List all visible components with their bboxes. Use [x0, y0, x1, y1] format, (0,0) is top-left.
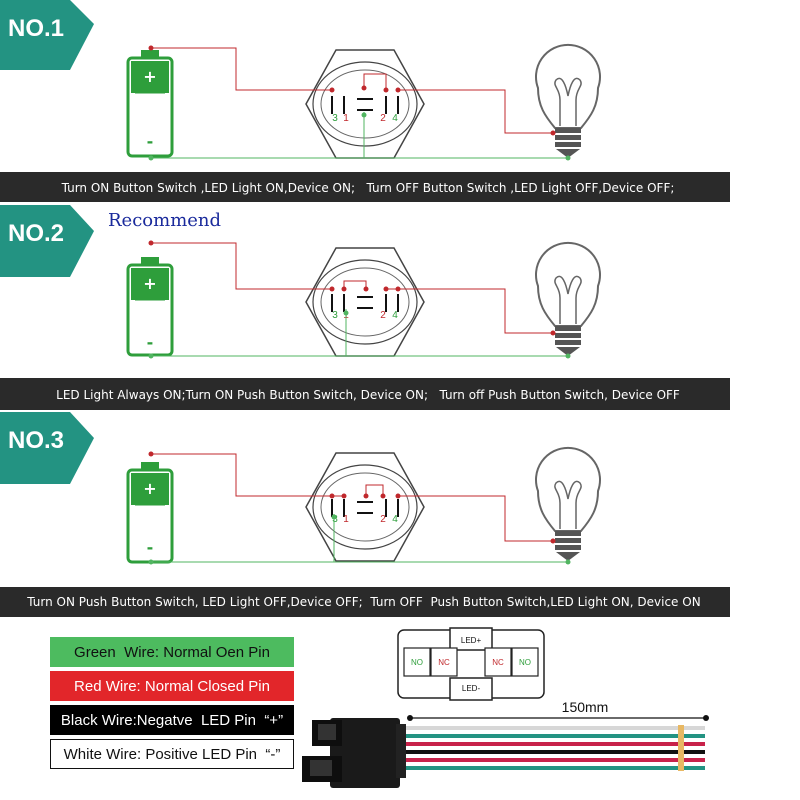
legend-red-wire: Red Wire: Normal Closed Pin — [50, 671, 294, 701]
light-bulb-icon — [535, 43, 601, 158]
badge-no3-label: NO.3 — [8, 427, 64, 454]
pin-4-label: 4 — [392, 113, 398, 124]
wiring — [148, 45, 571, 161]
pin-4-label: 4 — [392, 310, 398, 321]
diagram-1-svg: NO.1 + - 3 1 2 4 — [0, 0, 730, 202]
legend-green-label: Green Wire: Normal Oen Pin — [74, 643, 270, 661]
push-button-switch-icon — [305, 49, 425, 159]
push-button-switch-icon — [305, 247, 425, 357]
connector-led-plus: LED+ — [461, 636, 482, 645]
pin-1-label: 1 — [343, 113, 349, 124]
connector-plug-icon — [302, 718, 406, 788]
diagram-1: NO.1 + - 3 1 2 4 — [0, 0, 800, 210]
recommend-label: Recommend — [108, 210, 221, 231]
dimension-line — [407, 715, 709, 721]
caption-banner-2 — [0, 378, 730, 410]
wiring — [148, 240, 571, 359]
light-bulb-icon — [535, 446, 601, 561]
caption-banner-3 — [0, 587, 730, 617]
badge-no1-label: NO.1 — [8, 15, 64, 42]
legend-red-label: Red Wire: Normal Closed Pin — [74, 677, 270, 695]
connector-cable-svg: LED+ LED- NO NC NC NO 150mm — [302, 627, 709, 788]
pin-3-label: 3 — [332, 310, 338, 321]
badge-no2-label: NO.2 — [8, 220, 64, 247]
battery-icon — [126, 50, 174, 158]
pin-2-label: 2 — [380, 113, 386, 124]
pin-3-label: 3 — [332, 514, 338, 525]
connector-nc-left: NC — [438, 658, 450, 667]
battery-plus: + — [143, 67, 156, 86]
pin-3-label: 3 — [332, 113, 338, 124]
legend-white-wire: White Wire: Positive LED Pin “-” — [50, 739, 294, 769]
badge-no1 — [0, 0, 94, 70]
legend-green-wire: Green Wire: Normal Oen Pin — [50, 637, 294, 667]
battery-minus: - — [147, 132, 154, 151]
connector-no-right: NO — [519, 658, 531, 667]
caption-banner-1 — [0, 172, 730, 202]
pin-4-label: 4 — [392, 514, 398, 525]
battery-icon — [126, 257, 174, 357]
battery-icon — [126, 462, 174, 564]
connector-nc-right: NC — [492, 658, 504, 667]
legend-black-wire: Black Wire:Negatve LED Pin “+” — [50, 705, 294, 735]
badge-no2 — [0, 205, 94, 277]
pin-1-label: 1 — [343, 514, 349, 525]
diagram-3-svg: NO.3 + - 3 1 2 4 — [0, 412, 730, 617]
battery-minus: - — [147, 538, 154, 557]
battery-plus: + — [143, 274, 156, 293]
connector-no-left: NO — [411, 658, 423, 667]
legend-black-label: Black Wire:Negatve LED Pin “+” — [60, 711, 284, 729]
battery-plus: + — [143, 479, 156, 498]
connector-pinout-icon — [397, 627, 545, 701]
diagram-2: NO.2 Recommend + - 3 1 2 4 — [0, 205, 800, 410]
battery-minus: - — [147, 333, 154, 352]
caption-1: Turn ON Button Switch ,LED Light ON,Devi… — [61, 181, 675, 195]
legend-white-label: White Wire: Positive LED Pin “-” — [63, 745, 281, 763]
push-button-switch-icon — [305, 452, 425, 562]
diagram-3: NO.3 + - 3 1 2 4 — [0, 410, 800, 620]
connector-led-minus: LED- — [462, 684, 481, 693]
caption-2: LED Light Always ON;Turn ON Push Button … — [56, 388, 680, 402]
wiring — [148, 451, 571, 565]
diagram-2-svg: NO.2 Recommend + - 3 1 2 4 — [0, 205, 730, 410]
pin-2-label: 2 — [380, 514, 386, 525]
badge-no3 — [0, 412, 94, 484]
pin-2-label: 2 — [380, 310, 386, 321]
caption-3: Turn ON Push Button Switch, LED Light OF… — [26, 595, 700, 609]
cable-wires — [395, 725, 705, 771]
cable-length-label: 150mm — [562, 699, 609, 715]
light-bulb-icon — [535, 241, 601, 356]
